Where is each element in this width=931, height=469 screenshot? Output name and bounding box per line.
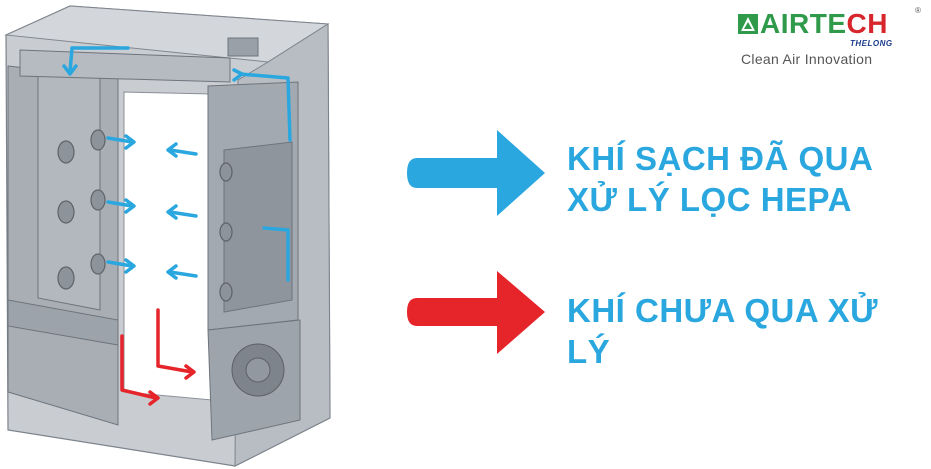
logo-name: AIRTECH [760, 8, 888, 39]
logo-sub-brand: THELONG [850, 39, 893, 48]
doorway [123, 91, 213, 401]
right-arrow-icon [407, 271, 545, 354]
right-nozzle-panel [207, 81, 301, 441]
air-shower-diagram [4, 5, 331, 467]
left-nozzles [57, 129, 106, 290]
left-nozzle-panel [7, 65, 119, 426]
right-arrow-icon [407, 130, 545, 216]
logo-registered-mark: ® [915, 6, 921, 15]
airtech-logo: AIRTECH ® THELONG Clean Air Innovation [738, 6, 923, 70]
legend-unfiltered-air-label: KHÍ CHƯA QUA XỬ LÝ [567, 292, 878, 370]
logo-mark-icon [738, 14, 758, 34]
legend-clean-air: KHÍ SẠCH ĐÃ QUA XỬ LÝ LỌC HEPA [405, 118, 925, 228]
legend-clean-air-label: KHÍ SẠCH ĐÃ QUA XỬ LÝ LỌC HEPA [567, 140, 873, 218]
clean-airflow-arrows [62, 46, 292, 282]
right-nozzles [219, 162, 233, 302]
logo-tagline: Clean Air Innovation [741, 51, 873, 67]
unfiltered-airflow-arrows [120, 308, 196, 406]
legend-unfiltered-air: KHÍ CHƯA QUA XỬ LÝ [405, 268, 925, 378]
